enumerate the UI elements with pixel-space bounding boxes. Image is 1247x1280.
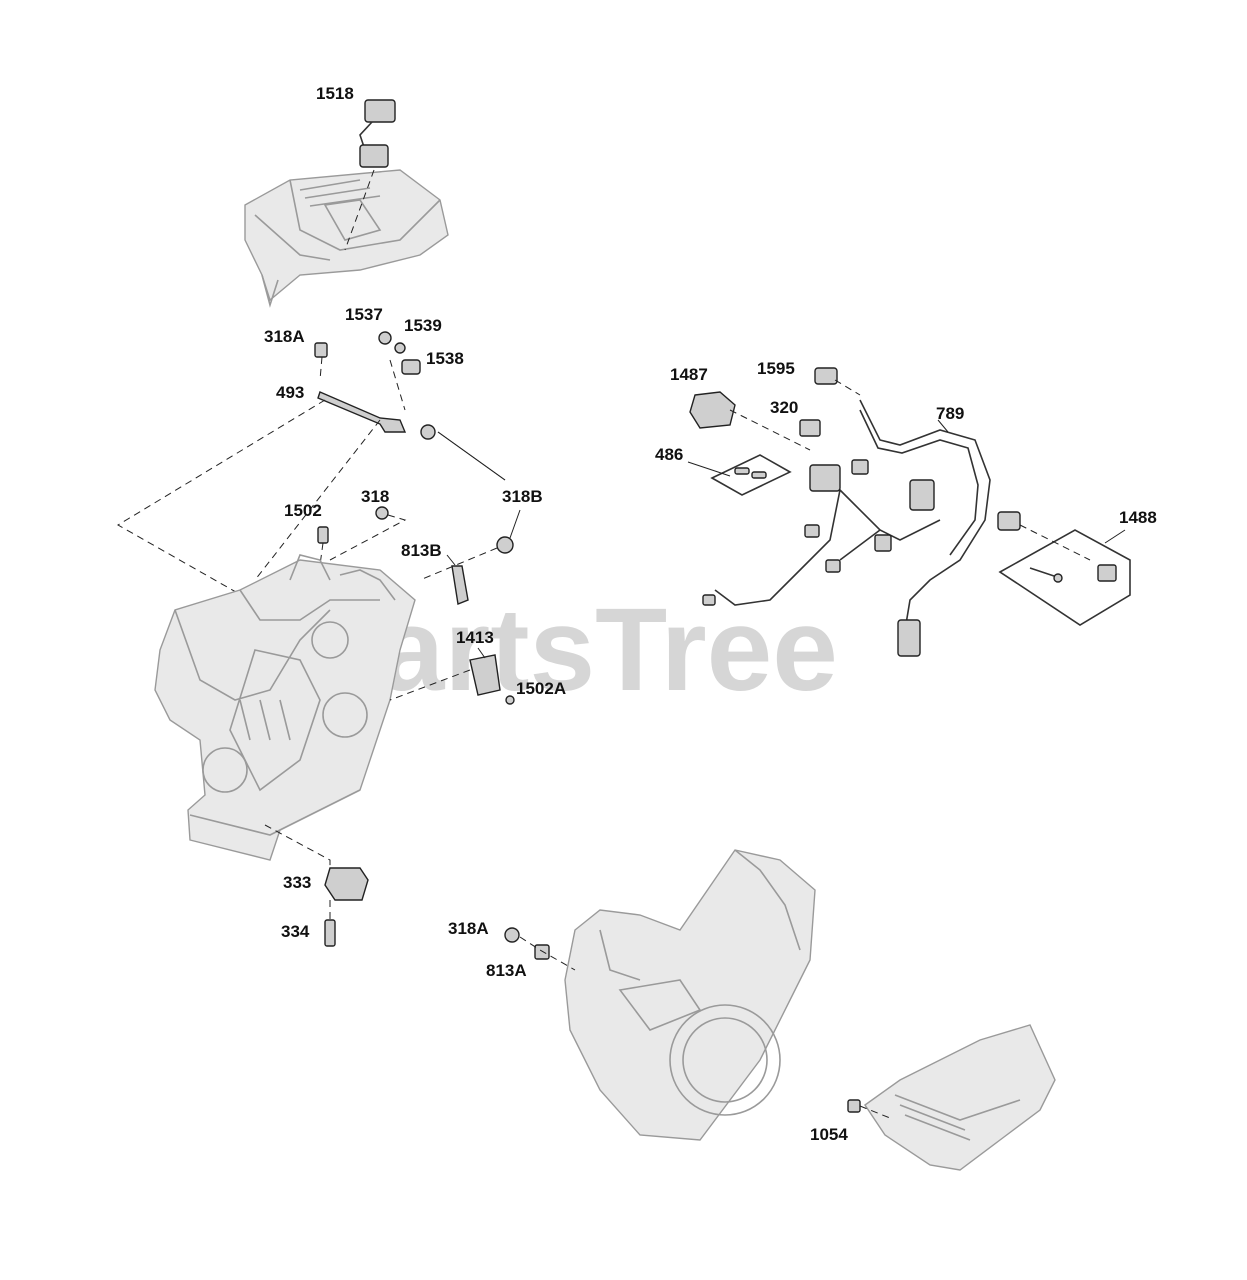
label-318A-bottom: 318A	[448, 919, 489, 938]
part-789-wiring-harness[interactable]	[702, 399, 1021, 657]
label-789: 789	[936, 404, 964, 423]
engine-shroud[interactable]	[244, 169, 449, 308]
part-486-fuse-kit[interactable]	[710, 454, 792, 496]
part-334-bolt[interactable]	[324, 919, 336, 947]
part-813A-clip[interactable]	[534, 944, 550, 960]
part-1487-module[interactable]	[689, 391, 736, 429]
part-318B-bolt-lower[interactable]	[496, 536, 514, 554]
part-1538-grommet[interactable]	[401, 359, 421, 375]
label-1502: 1502	[284, 501, 322, 520]
engine-block[interactable]	[154, 554, 416, 861]
label-1538: 1538	[426, 349, 464, 368]
label-493: 493	[276, 383, 304, 402]
label-1539: 1539	[404, 316, 442, 335]
label-1487: 1487	[670, 365, 708, 384]
part-813B-clip[interactable]	[451, 565, 469, 605]
blower-housing[interactable]	[564, 849, 816, 1141]
label-1595: 1595	[757, 359, 795, 378]
part-493-bracket[interactable]	[317, 391, 407, 433]
part-1537-washer[interactable]	[378, 331, 392, 345]
fan-cover[interactable]	[864, 1024, 1056, 1171]
label-318: 318	[361, 487, 389, 506]
part-318A-bolt-top[interactable]	[314, 342, 328, 358]
label-813A: 813A	[486, 961, 527, 980]
part-1518-connector[interactable]	[359, 99, 396, 168]
part-1502-bolt[interactable]	[317, 526, 329, 544]
label-1537: 1537	[345, 305, 383, 324]
label-1488: 1488	[1119, 508, 1157, 527]
part-318B-bolt-upper[interactable]	[420, 424, 436, 440]
label-1413: 1413	[456, 628, 494, 647]
part-1488-kit[interactable]	[998, 529, 1131, 626]
label-320: 320	[770, 398, 798, 417]
label-318B: 318B	[502, 487, 543, 506]
part-1413-sensor[interactable]	[469, 654, 501, 696]
label-1518: 1518	[316, 84, 354, 103]
part-333-sensor[interactable]	[324, 867, 369, 901]
label-1054: 1054	[810, 1125, 848, 1144]
label-813B: 813B	[401, 541, 442, 560]
label-318A-top: 318A	[264, 327, 305, 346]
part-320-relay[interactable]	[799, 419, 821, 437]
part-1539-washer[interactable]	[394, 342, 406, 354]
part-318-bolt[interactable]	[375, 506, 389, 520]
part-1502A-bolt[interactable]	[505, 695, 515, 705]
label-486: 486	[655, 445, 683, 464]
label-334: 334	[281, 922, 310, 941]
part-318A-bolt-bottom[interactable]	[504, 927, 520, 943]
part-1054-clip[interactable]	[847, 1099, 861, 1113]
label-333: 333	[283, 873, 311, 892]
part-1595-connector[interactable]	[814, 367, 838, 385]
label-1502A: 1502A	[516, 679, 566, 698]
